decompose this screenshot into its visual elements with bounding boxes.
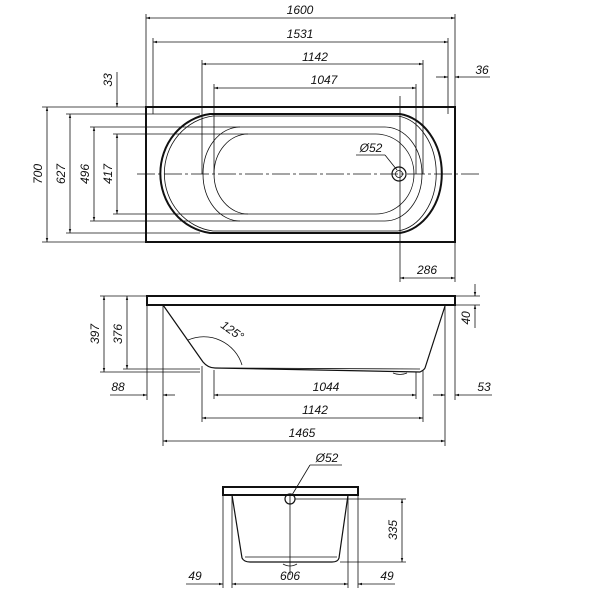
- dim-36: 36: [475, 63, 489, 77]
- dim-88: 88: [111, 380, 125, 394]
- dim-496: 496: [78, 164, 92, 184]
- dim-700: 700: [31, 164, 45, 184]
- top-drain-label: Ø52: [359, 141, 383, 155]
- end-body: [231, 494, 349, 563]
- dim-1047: 1047: [311, 73, 339, 87]
- side-rim: [146, 295, 456, 306]
- dim-1600: 1600: [287, 3, 314, 17]
- top-view: Ø52 1600 1531 1142 1047 36 286 700 627 4…: [31, 3, 490, 282]
- dim-1044: 1044: [313, 380, 340, 394]
- dim-376: 376: [111, 324, 125, 344]
- dim-53: 53: [477, 380, 491, 394]
- dim-417: 417: [101, 163, 115, 184]
- dim-1465: 1465: [289, 426, 316, 440]
- dim-335: 335: [386, 520, 400, 540]
- side-view: 125° 397 376 40 88 53 1044 1142 1465: [88, 284, 492, 446]
- dim-397: 397: [88, 323, 102, 344]
- dim-286: 286: [416, 263, 437, 277]
- end-rim: [222, 486, 359, 496]
- tub-outline: [145, 106, 456, 243]
- outer-basin-oval: [202, 126, 423, 222]
- angle-125: 125°: [218, 318, 247, 344]
- dim-1142-side: 1142: [302, 403, 328, 417]
- dim-40: 40: [459, 311, 473, 325]
- side-body: [162, 304, 446, 373]
- dim-606: 606: [280, 569, 300, 583]
- dim-1531: 1531: [287, 27, 314, 41]
- dim-1142-top: 1142: [302, 50, 328, 64]
- end-view: Ø52 335 49 606 49: [186, 451, 406, 588]
- rim-oval: [159, 113, 443, 234]
- angle-arc: [187, 336, 243, 366]
- dim-49-right: 49: [380, 569, 394, 583]
- drain-icon: [391, 166, 407, 182]
- dim-627: 627: [54, 163, 68, 184]
- inner-basin-oval: [213, 133, 415, 215]
- dim-33: 33: [101, 73, 115, 87]
- dim-49-left: 49: [188, 569, 202, 583]
- end-drain-label: Ø52: [315, 451, 339, 465]
